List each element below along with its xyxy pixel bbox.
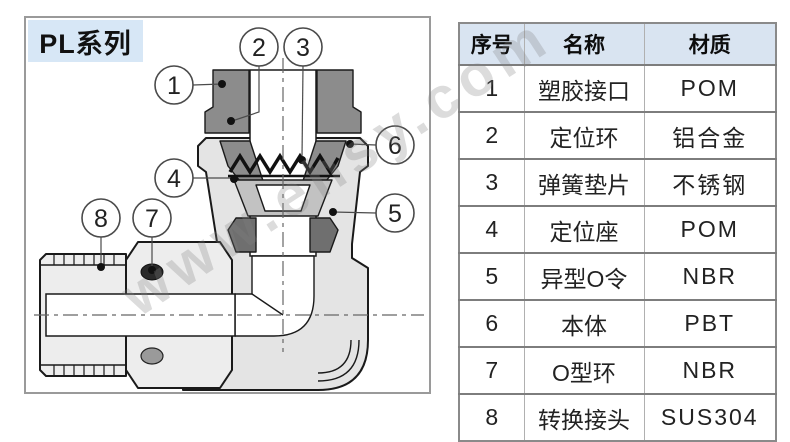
leader-6 <box>349 143 377 146</box>
cell-name: 弹簧垫片 <box>524 159 645 207</box>
seal-right <box>309 217 339 253</box>
cell-no: 1 <box>459 65 525 113</box>
cell-material: POM <box>644 206 776 254</box>
callout-6: 6 <box>375 125 415 165</box>
table-row: 3 弹簧垫片 不锈钢 <box>459 159 776 207</box>
leader-5 <box>332 211 377 214</box>
callout-1-label: 1 <box>167 72 181 100</box>
leader-2 <box>231 66 260 122</box>
cell-no: 2 <box>459 112 525 160</box>
cell-no: 5 <box>459 253 525 301</box>
column-header-name: 名称 <box>524 23 645 66</box>
leader-dot-4 <box>230 175 238 183</box>
seal-left <box>227 217 257 253</box>
callout-4-label: 4 <box>167 165 181 193</box>
callout-2-label: 2 <box>252 34 266 62</box>
table-row: 8 转换接头 SUS304 <box>459 394 776 441</box>
cell-name: 转换接头 <box>524 394 645 441</box>
spring-washer <box>228 152 340 176</box>
leader-dot-5 <box>329 208 337 216</box>
column-header-no: 序号 <box>459 23 525 66</box>
cell-material: 铝合金 <box>644 112 776 160</box>
cell-material: POM <box>644 65 776 113</box>
callout-4: 4 <box>154 158 194 198</box>
collar-right <box>316 69 362 134</box>
fitting-cross-section-diagram: 1 2 3 4 5 6 7 8 <box>24 16 431 394</box>
o-ring-bottom <box>140 347 164 365</box>
elbow-wall-line <box>317 339 360 382</box>
cell-material: PBT <box>644 300 776 348</box>
leader-3 <box>301 65 304 159</box>
callout-6-label: 6 <box>388 132 402 160</box>
cell-name: 定位环 <box>524 112 645 160</box>
cell-name: 定位座 <box>524 206 645 254</box>
leader-dot-2 <box>227 117 235 125</box>
cell-no: 7 <box>459 347 525 395</box>
callout-7: 7 <box>132 198 172 238</box>
table-row: 2 定位环 铝合金 <box>459 112 776 160</box>
cell-name: O型环 <box>524 347 645 395</box>
callout-1: 1 <box>154 65 194 105</box>
bore-corner-line <box>251 293 284 316</box>
callout-3-label: 3 <box>296 34 310 62</box>
table-row: 4 定位座 POM <box>459 206 776 254</box>
callout-2: 2 <box>239 27 279 67</box>
cell-name: 塑胶接口 <box>524 65 645 113</box>
leader-dot-8 <box>97 263 105 271</box>
cell-material: 不锈钢 <box>644 159 776 207</box>
leader-dot-1 <box>218 80 226 88</box>
leader-dot-3 <box>298 156 306 164</box>
table-header-row: 序号 名称 材质 <box>459 23 776 66</box>
leader-1 <box>192 83 223 86</box>
callout-7-label: 7 <box>145 205 159 233</box>
table-row: 6 本体 PBT <box>459 300 776 348</box>
leader-dot-6 <box>346 140 354 148</box>
cell-no: 4 <box>459 206 525 254</box>
cell-material: NBR <box>644 253 776 301</box>
page-title: PL系列 <box>28 20 143 62</box>
table-row: 5 异型O令 NBR <box>459 253 776 301</box>
callout-3: 3 <box>283 27 323 67</box>
table-row: 7 O型环 NBR <box>459 347 776 395</box>
collar-left <box>204 69 250 134</box>
table-row: 1 塑胶接口 POM <box>459 65 776 113</box>
cell-name: 异型O令 <box>524 253 645 301</box>
callout-8: 8 <box>81 198 121 238</box>
elbow-wall-line <box>317 339 352 374</box>
callout-8-label: 8 <box>94 205 108 233</box>
cell-no: 3 <box>459 159 525 207</box>
column-header-material: 材质 <box>644 23 776 66</box>
leader-dot-7 <box>148 266 156 274</box>
cell-no: 8 <box>459 394 525 441</box>
thread-lines <box>53 254 115 376</box>
callout-5: 5 <box>375 193 415 233</box>
cell-no: 6 <box>459 300 525 348</box>
cell-material: SUS304 <box>660 404 759 430</box>
cell-material: NBR <box>644 347 776 395</box>
callout-5-label: 5 <box>388 200 402 228</box>
cell-name: 本体 <box>524 300 645 348</box>
parts-table: 序号 名称 材质 1 塑胶接口 POM 2 定位环 铝合金 3 弹簧垫片 不锈钢 <box>458 22 777 442</box>
